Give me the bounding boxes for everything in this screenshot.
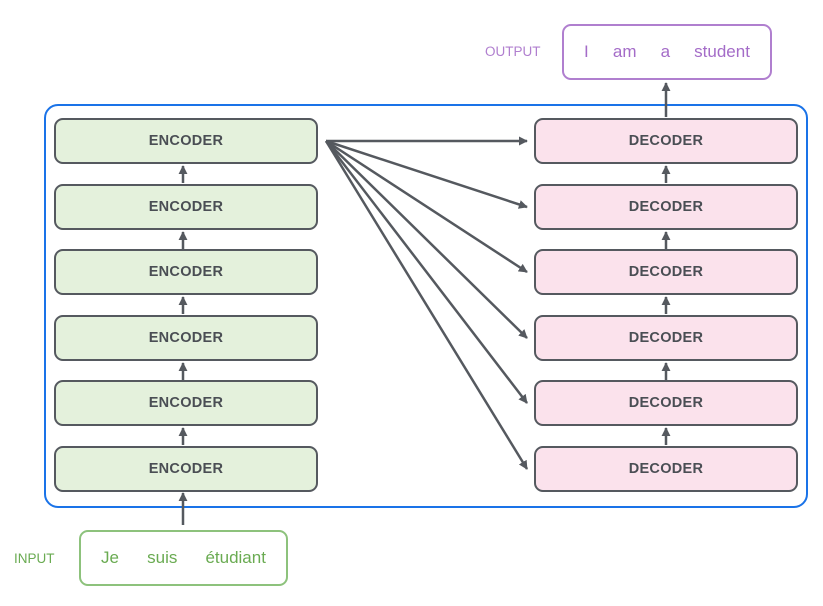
- decoder-label: DECODER: [628, 133, 704, 149]
- output-word: a: [660, 42, 671, 61]
- encoder-to-decoder-arrow: [325, 139, 528, 274]
- encoder-label: ENCODER: [148, 264, 224, 280]
- decoder-label: DECODER: [628, 330, 704, 346]
- output-word: I: [584, 42, 589, 61]
- input-sentence-box: Je suis étudiant: [79, 530, 288, 586]
- encoder-decoder-container: [44, 104, 808, 508]
- encoder-label: ENCODER: [148, 330, 224, 346]
- decoder-block: DECODER: [534, 446, 798, 492]
- encoder-to-decoder-arrow: [325, 139, 528, 209]
- encoder-to-decoder-arrow: [325, 140, 528, 339]
- decoder-block: DECODER: [534, 315, 798, 361]
- encoder-block: ENCODER: [54, 315, 318, 361]
- input-label: INPUT: [14, 551, 55, 566]
- encoder-block: ENCODER: [54, 118, 318, 164]
- decoder-block: DECODER: [534, 184, 798, 230]
- encoder-label: ENCODER: [148, 199, 224, 215]
- encoder-block: ENCODER: [54, 249, 318, 295]
- output-word: am: [612, 42, 637, 61]
- input-word: étudiant: [205, 548, 266, 567]
- encoder-to-decoder-arrow: [324, 140, 529, 470]
- encoder-label: ENCODER: [148, 461, 224, 477]
- input-word: Je: [101, 548, 120, 567]
- encoder-block: ENCODER: [54, 446, 318, 492]
- decoder-block: DECODER: [534, 249, 798, 295]
- output-label: OUTPUT: [485, 44, 541, 59]
- output-sentence-box: I am a student: [562, 24, 772, 80]
- input-word: suis: [147, 548, 178, 567]
- decoder-label: DECODER: [628, 199, 704, 215]
- encoder-block: ENCODER: [54, 184, 318, 230]
- encoder-block: ENCODER: [54, 380, 318, 426]
- encoder-to-decoder-arrow: [325, 140, 528, 404]
- encoder-label: ENCODER: [148, 395, 224, 411]
- decoder-label: DECODER: [628, 395, 704, 411]
- decoder-block: DECODER: [534, 380, 798, 426]
- output-word: student: [694, 42, 750, 61]
- encoder-label: ENCODER: [148, 133, 224, 149]
- decoder-block: DECODER: [534, 118, 798, 164]
- decoder-label: DECODER: [628, 461, 704, 477]
- decoder-label: DECODER: [628, 264, 704, 280]
